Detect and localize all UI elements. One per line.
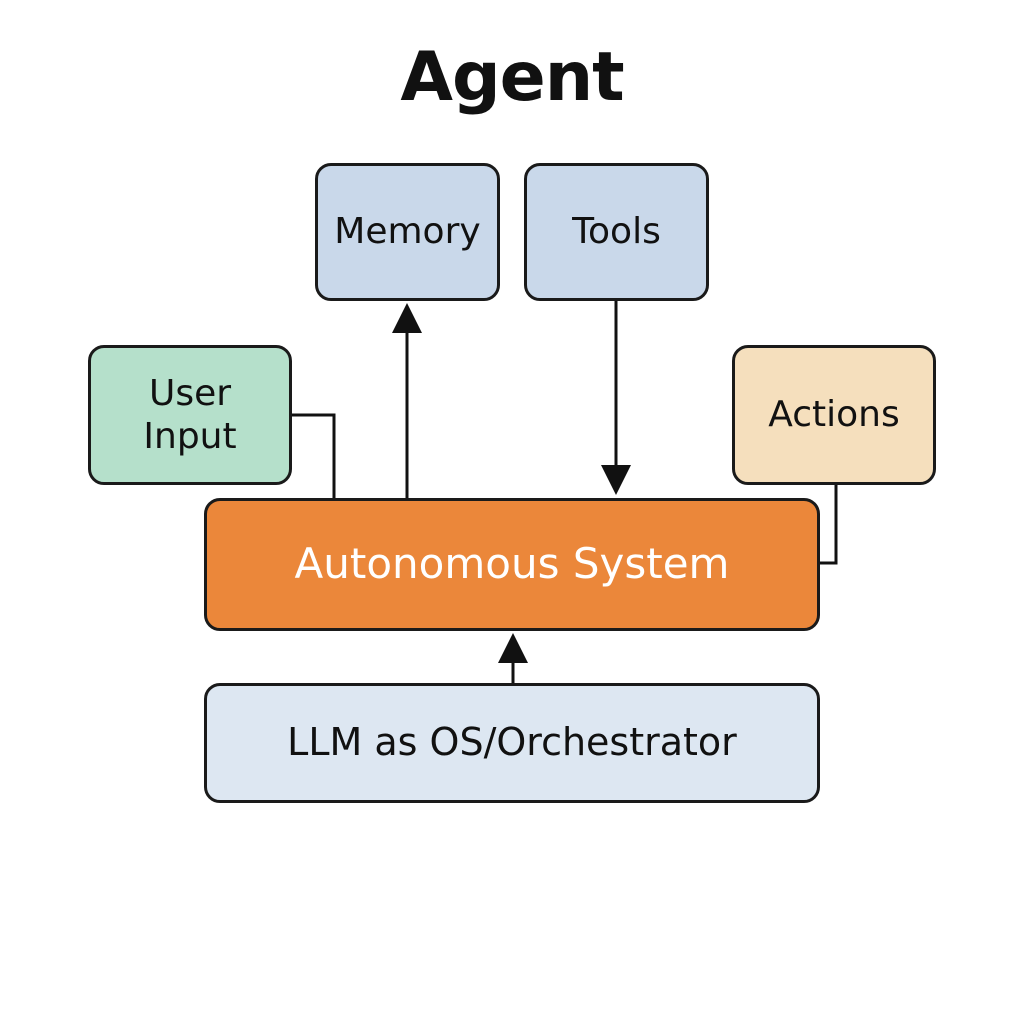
autonomous-system-label: Autonomous System [294,539,730,589]
edge-actions-to-autonomous [820,485,838,565]
user-input-label: User Input [143,372,237,457]
edge-user-input-to-autonomous [292,413,336,498]
llm-orchestrator-node: LLM as OS/Orchestrator [204,683,820,803]
diagram-title: Agent [400,38,624,117]
tools-label: Tools [572,211,661,253]
actions-label: Actions [768,394,900,436]
memory-node: Memory [315,163,500,301]
llm-orchestrator-label: LLM as OS/Orchestrator [287,720,737,765]
actions-node: Actions [732,345,936,485]
tools-node: Tools [524,163,709,301]
memory-label: Memory [334,211,481,253]
autonomous-system-node: Autonomous System [204,498,820,631]
user-input-node: User Input [88,345,292,485]
